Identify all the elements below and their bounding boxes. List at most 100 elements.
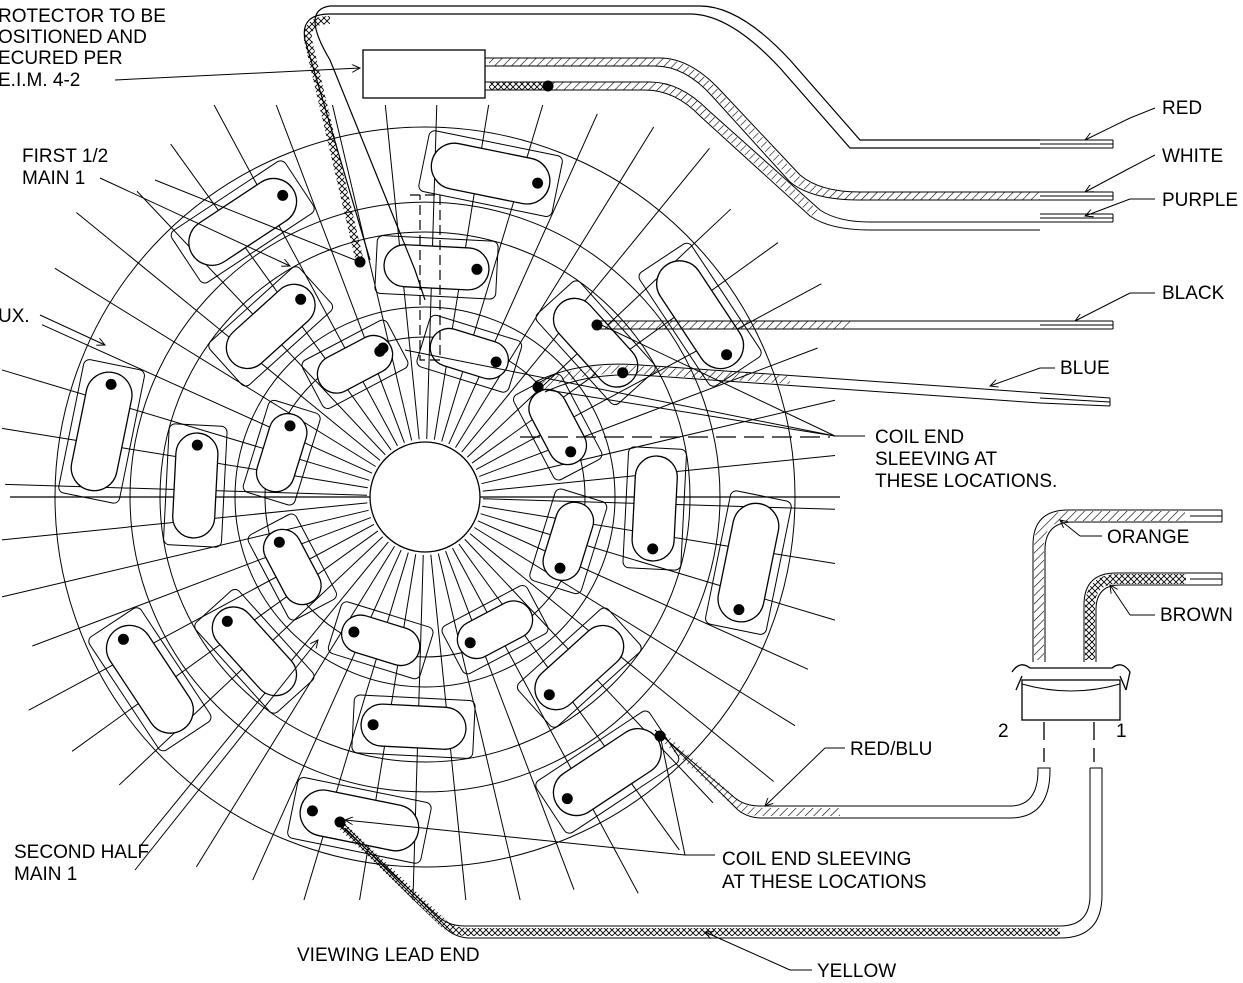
coil-loop: [255, 412, 308, 493]
lead-orange-brown: [1032, 509, 1223, 662]
coil-loop: [360, 703, 467, 750]
lead-channel-dashed: [410, 194, 830, 438]
coil-outline: [705, 490, 792, 635]
coil-outline: [287, 777, 432, 864]
lead-label-blue: BLUE: [1060, 358, 1110, 379]
coil-terminal-dot: [471, 263, 483, 275]
coil-loop: [717, 502, 780, 623]
coil: [287, 777, 432, 864]
coil-terminal-dot: [273, 536, 285, 548]
coil-terminal-dot: [221, 615, 233, 627]
coil-loop: [430, 142, 551, 205]
coil: [194, 588, 315, 714]
coil-terminal-dot: [532, 177, 544, 189]
coil: [529, 488, 608, 595]
coil-terminal-dot: [554, 562, 566, 574]
coil-terminal-dot: [306, 805, 318, 817]
coil-loop: [70, 371, 133, 492]
coil-end-sleeving-2-line-1: COIL END SLEEVING: [722, 849, 911, 870]
slot-line: [469, 533, 774, 782]
coil-outline: [88, 607, 212, 752]
coil-terminal-dot: [117, 633, 129, 645]
coil: [170, 160, 315, 284]
coil-terminal-dot: [565, 446, 577, 458]
coil-terminal-dot: [105, 378, 117, 390]
lead-label-red: RED: [1162, 98, 1202, 119]
slot-line: [252, 549, 402, 881]
slot-line: [41, 324, 373, 474]
protector-note-line-4: E.I.M. 4-2: [0, 70, 80, 91]
coil-loop: [225, 283, 316, 370]
terminal-2-label: 2: [998, 721, 1009, 742]
second-half-main-label-2: MAIN 1: [14, 864, 77, 885]
terminal-1-label: 1: [1116, 721, 1127, 742]
lead-red-white-purple: [485, 57, 1114, 231]
coil-outline: [58, 359, 145, 504]
leader-lines: [39, 68, 1156, 971]
stator-coils: [58, 130, 792, 864]
coil-terminal-dot: [733, 604, 745, 616]
coil: [374, 235, 499, 300]
coil-terminal-dot: [561, 793, 573, 805]
coil-loop: [456, 600, 534, 660]
coil-outline: [208, 266, 334, 387]
coil-loop: [542, 501, 595, 582]
lead-red-blu: [654, 729, 1051, 819]
slot-line: [461, 148, 710, 453]
coil-loop: [316, 334, 394, 394]
lead-blue: [534, 363, 1111, 407]
coil-terminal-dot: [277, 189, 289, 201]
coil-loop: [172, 432, 219, 539]
slot-line: [479, 347, 818, 477]
plug-icon: [1011, 664, 1131, 762]
coil: [351, 694, 476, 759]
coil-terminal-dot: [464, 637, 476, 649]
slot-line: [32, 517, 371, 647]
lead-yellow: [334, 767, 1103, 939]
first-half-main-label-1: FIRST 1/2: [22, 146, 108, 167]
coil-end-sleeving-1-line-1: COIL END: [875, 427, 964, 448]
coil-terminal-dot: [367, 719, 379, 731]
lead-label-yellow: YELLOW: [817, 961, 896, 982]
protector-note-line-3: ECURED PER: [0, 48, 123, 69]
protector-icon: [362, 49, 486, 99]
viewing-lead-end-label: VIEWING LEAD END: [297, 945, 480, 966]
slot-line: [474, 527, 796, 727]
coil-outline: [247, 513, 337, 621]
coil: [163, 423, 228, 548]
coil-outline: [374, 235, 499, 300]
coil-outline: [416, 314, 523, 393]
coil-loop: [534, 624, 625, 711]
coil-outline: [441, 585, 549, 675]
protector-note-line-1: ROTECTOR TO BE: [0, 6, 166, 27]
coil-outline: [418, 130, 563, 217]
protector-note: ROTECTOR TO BE OSITIONED AND ECURED PER …: [0, 6, 166, 91]
lead-label-brown: BROWN: [1160, 605, 1233, 626]
slot-line: [448, 113, 598, 445]
protector-note-line-2: OSITIONED AND: [0, 27, 147, 48]
slot-line: [437, 553, 521, 901]
slot-line: [195, 546, 395, 868]
coil: [58, 359, 145, 504]
coil-outline: [529, 488, 608, 595]
coil-loop: [631, 455, 678, 562]
coil-outline: [170, 160, 315, 284]
coil-outline: [301, 319, 409, 409]
slot-line: [275, 104, 405, 443]
coil-loop: [211, 606, 298, 697]
aux-label: UX.: [0, 306, 30, 327]
coil: [622, 446, 687, 571]
coil-loop: [383, 244, 490, 291]
coil: [247, 513, 337, 621]
coil-outline: [622, 446, 687, 571]
coil-outline: [327, 601, 434, 680]
coil-loop: [340, 614, 421, 667]
coil-end-sleeving-2-line-2: AT THESE LOCATIONS: [722, 872, 926, 893]
coil-loop: [105, 624, 194, 734]
slot-line: [140, 541, 389, 846]
coil-outline: [194, 588, 315, 714]
coil: [208, 266, 334, 387]
slot-line: [331, 104, 413, 441]
lead-terminal-dot: [591, 319, 603, 331]
